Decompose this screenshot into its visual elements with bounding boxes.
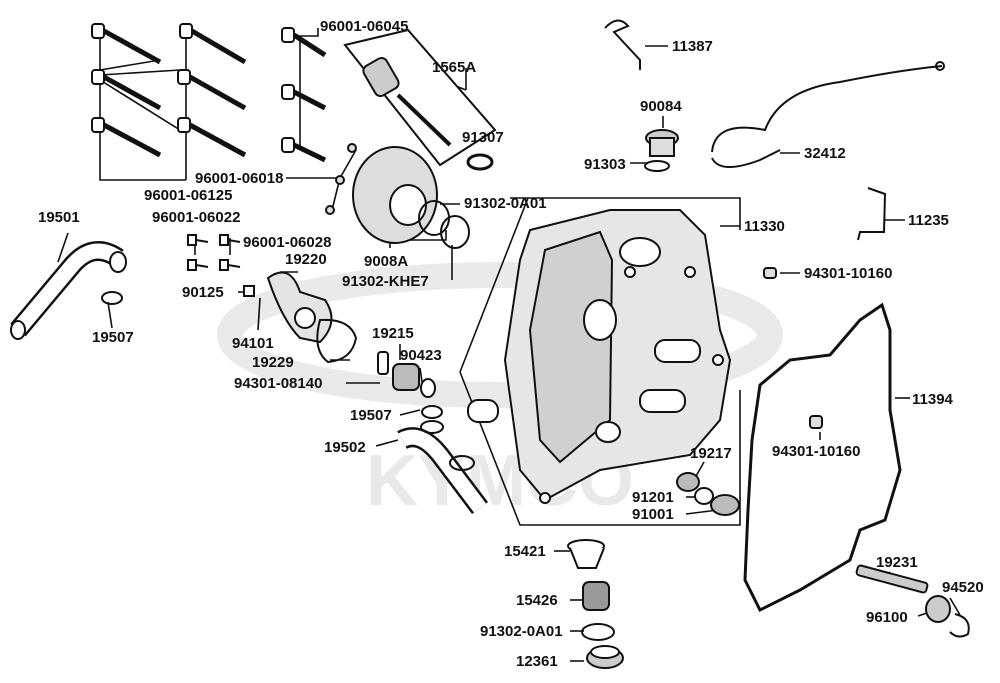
label-91201: 91201 (632, 489, 674, 506)
coolant-hose-19501 (10, 241, 127, 340)
label-94301-10160-top: 94301-10160 (804, 265, 893, 282)
label-94301-08140: 94301-08140 (234, 375, 323, 392)
label-91302-0A01-bottom: 91302-0A01 (480, 623, 563, 640)
label-91302-KHE7: 91302-KHE7 (342, 273, 429, 290)
label-19220: 19220 (285, 251, 327, 268)
label-11394: 11394 (912, 391, 953, 408)
label-94301-10160-mid: 94301-10160 (772, 443, 861, 460)
label-91001: 91001 (632, 506, 674, 523)
label-19231: 19231 (876, 554, 918, 571)
coolant-hose-19502 (397, 427, 488, 515)
label-11330: 11330 (744, 218, 785, 235)
label-15426: 15426 (516, 592, 558, 609)
label-96100: 96100 (866, 609, 908, 626)
water-pump-cover (325, 143, 470, 249)
label-19215: 19215 (372, 325, 414, 342)
label-91302-0A01-top: 91302-0A01 (464, 195, 547, 212)
crankcase-cover-11330 (467, 209, 732, 504)
cable-32412 (711, 61, 945, 168)
label-1565A: 1565A (432, 59, 477, 76)
label-11387: 11387 (672, 38, 713, 55)
oil-strainer-parts (567, 539, 624, 669)
label-19229: 19229 (252, 354, 294, 371)
label-12361: 12361 (516, 653, 558, 670)
water-pump-impeller (377, 351, 443, 419)
label-96001-06022: 96001-06022 (152, 209, 241, 226)
label-11235: 11235 (908, 212, 949, 229)
bracket-11387 (604, 19, 641, 70)
label-15421: 15421 (504, 543, 546, 560)
label-94101: 94101 (232, 335, 274, 352)
label-90125: 90125 (182, 284, 224, 301)
label-96001-06125: 96001-06125 (144, 187, 233, 204)
seal-bearing-19217 (676, 472, 740, 516)
shaft-19231 (855, 564, 970, 638)
label-94520: 94520 (942, 579, 984, 596)
pump-housing-19220 (266, 271, 358, 364)
label-19501: 19501 (38, 209, 80, 226)
kymco-watermark: KYMCO (217, 262, 783, 521)
label-90423: 90423 (400, 347, 442, 364)
label-96001-06028: 96001-06028 (243, 234, 332, 251)
gasket-11394 (743, 302, 902, 613)
label-96001-06045: 96001-06045 (320, 18, 409, 35)
label-19502: 19502 (324, 439, 366, 456)
cap-90084 (644, 129, 679, 172)
label-19507-left: 19507 (92, 329, 134, 346)
label-32412: 32412 (804, 145, 846, 162)
small-bolts-left (187, 234, 255, 297)
label-91307: 91307 (462, 129, 504, 146)
label-19507-mid: 19507 (350, 407, 392, 424)
oil-dipstick-assembly (343, 28, 497, 171)
dowel-pins (763, 267, 823, 429)
label-96001-06018: 96001-06018 (195, 170, 284, 187)
label-9008A: 9008A (364, 253, 409, 270)
bolt-set-long (91, 23, 327, 163)
label-19217: 19217 (690, 445, 732, 462)
clamps-19507 (420, 420, 444, 434)
label-91303: 91303 (584, 156, 626, 173)
label-90084: 90084 (640, 98, 682, 115)
bracket-11235 (857, 187, 887, 241)
